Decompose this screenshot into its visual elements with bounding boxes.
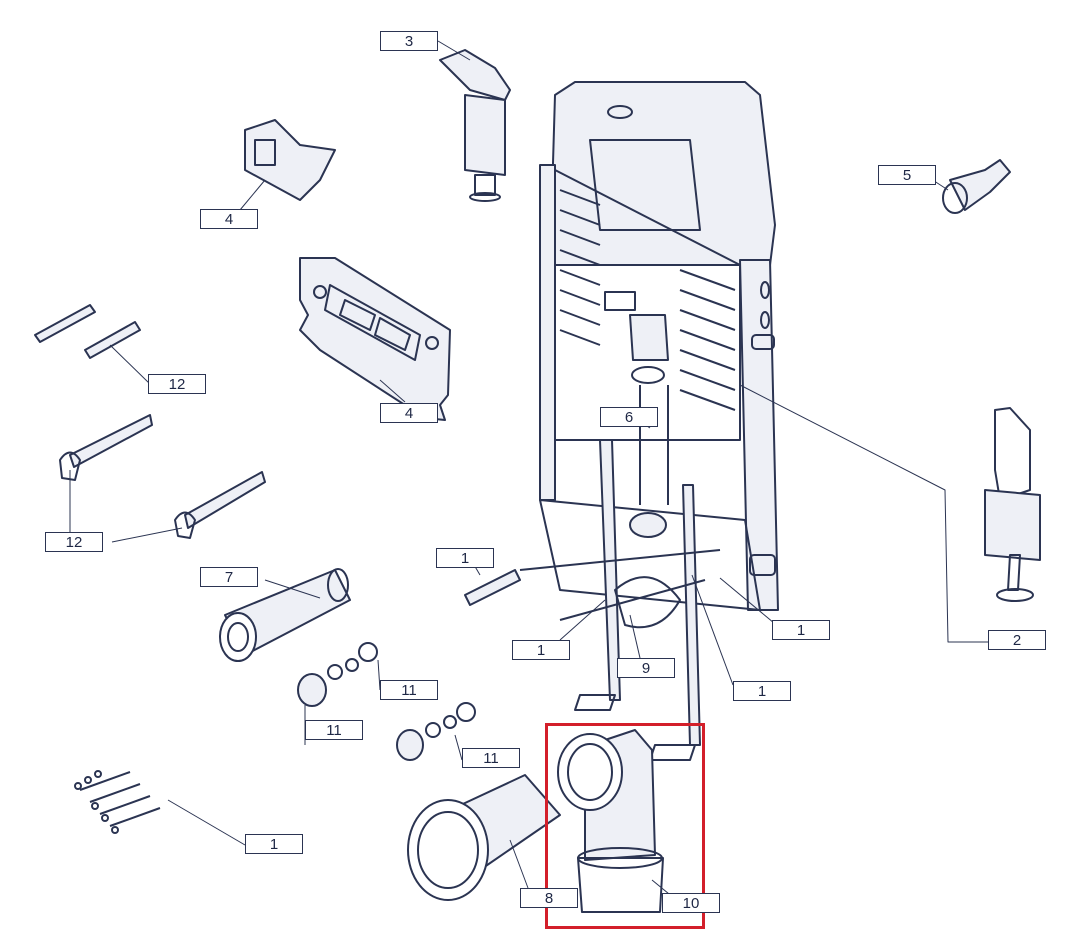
part-label-1-left: 1 bbox=[512, 640, 570, 660]
part-label-11-a: 11 bbox=[380, 680, 438, 700]
rod-parts bbox=[34, 304, 521, 606]
part-label-1-right: 1 bbox=[772, 620, 830, 640]
part-label-1-screws: 1 bbox=[245, 834, 303, 854]
part-label-1-rod: 1 bbox=[436, 548, 494, 568]
flush-button-part bbox=[942, 159, 1011, 214]
screw-set-part bbox=[74, 770, 161, 834]
actuator-part bbox=[984, 407, 1041, 602]
pipe-part bbox=[219, 568, 351, 662]
part-label-10: 10 bbox=[662, 893, 720, 913]
fill-valve-part bbox=[439, 49, 511, 202]
part-label-2: 2 bbox=[988, 630, 1046, 650]
bracket-part-top bbox=[244, 119, 336, 201]
part-label-5: 5 bbox=[878, 165, 936, 185]
part-label-12-top: 12 bbox=[148, 374, 206, 394]
part-label-1-mid: 1 bbox=[733, 681, 791, 701]
part-label-12-bottom: 12 bbox=[45, 532, 103, 552]
part-label-8: 8 bbox=[520, 888, 578, 908]
seal-parts bbox=[297, 642, 476, 761]
part-label-11-b: 11 bbox=[305, 720, 363, 740]
elbow-connector-part bbox=[407, 774, 561, 901]
leader-lines bbox=[69, 40, 988, 904]
frame-part bbox=[519, 81, 779, 761]
part-label-7: 7 bbox=[200, 567, 258, 587]
part-label-4-plate: 4 bbox=[380, 403, 438, 423]
mounting-plate-part bbox=[299, 257, 451, 421]
part-label-3: 3 bbox=[380, 31, 438, 51]
highlight-frame bbox=[545, 723, 705, 929]
bend-pipe-part bbox=[557, 729, 664, 913]
part-label-9: 9 bbox=[617, 658, 675, 678]
part-label-11-c: 11 bbox=[462, 748, 520, 768]
part-label-4-top: 4 bbox=[200, 209, 258, 229]
part-label-6: 6 bbox=[600, 407, 658, 427]
